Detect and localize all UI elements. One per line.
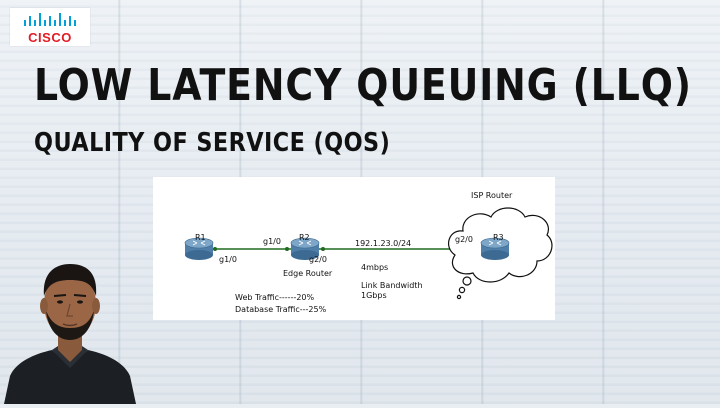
r1-port-label: g1/0 — [219, 255, 237, 264]
presenter-photo — [0, 238, 140, 404]
router-r1-icon — [184, 237, 214, 260]
edge-router-label: Edge Router — [283, 269, 333, 278]
database-traffic-policy: Database Traffic---25% — [235, 305, 327, 314]
r2-port-right-label: g2/0 — [309, 255, 327, 264]
page-subtitle: QUALITY OF SERVICE (QOS) — [34, 128, 391, 158]
r2-label: R2 — [299, 233, 310, 242]
isp-router-label: ISP Router — [471, 191, 513, 200]
topology-graphics — [184, 207, 553, 300]
network-diagram: R1 g1/0 g1/0 R2 g2/0 Edge Router 192.1.2… — [153, 177, 555, 320]
link-bandwidth-label: Link Bandwidth — [361, 281, 423, 290]
cisco-logo-text: CISCO — [28, 30, 72, 45]
router-r3-icon — [480, 237, 510, 260]
r3-port-label: g2/0 — [455, 235, 473, 244]
r1-label: R1 — [195, 233, 206, 242]
speed-label: 4mbps — [361, 263, 389, 272]
r3-label: R3 — [493, 233, 504, 242]
page-title: LOW LATENCY QUEUING (LLQ) — [34, 60, 692, 111]
network-label: 192.1.23.0/24 — [355, 239, 412, 248]
r2-port-left-label: g1/0 — [263, 237, 281, 246]
web-traffic-policy: Web Traffic------20% — [235, 293, 315, 302]
cisco-logo: CISCO — [10, 8, 90, 46]
router-r2-icon — [290, 237, 320, 260]
link-bandwidth-value: 1Gbps — [361, 291, 387, 300]
cisco-bars-icon — [24, 13, 76, 26]
